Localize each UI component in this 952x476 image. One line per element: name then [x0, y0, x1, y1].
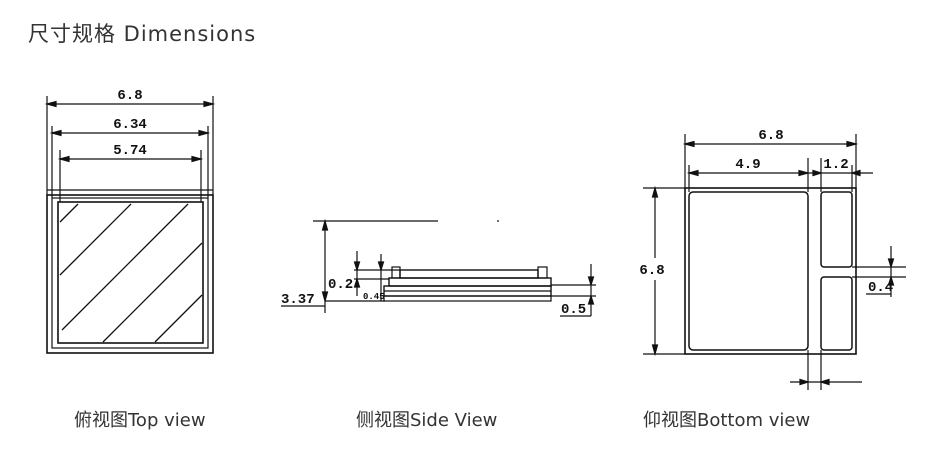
top-view-window	[57, 201, 204, 344]
page-title: 尺寸规格 Dimensions	[28, 22, 257, 46]
bottom-view-outline	[684, 187, 857, 355]
top-view-hatching	[59, 203, 203, 343]
side-dim-step: 0.2	[328, 277, 353, 293]
side-dim-pad: 0.5	[561, 302, 586, 318]
bottom-view-main-pad	[688, 191, 809, 351]
caption-side-view: 侧视图Side View	[356, 410, 498, 431]
bottom-dim-gap: 0.4	[868, 280, 893, 296]
caption-top-view: 俯视图Top view	[74, 410, 206, 431]
bottom-view-lower-pad	[820, 276, 853, 351]
top-dim-overall: 6.8	[117, 88, 142, 104]
top-dim-window: 5.74	[113, 143, 147, 159]
side-dim-height: 3.37	[281, 292, 315, 308]
side-dim-small: 0.45	[363, 292, 385, 302]
caption-bottom-view: 仰视图Bottom view	[643, 410, 811, 431]
side-view: 3.37 0.2 0.45 0.5	[281, 218, 596, 318]
bottom-dim-big-pad: 4.9	[735, 157, 760, 173]
top-dim-inner: 6.34	[113, 117, 147, 133]
bottom-view-upper-pad	[820, 191, 853, 268]
bottom-dim-height: 6.8	[639, 263, 664, 279]
bottom-dim-small-pad: 1.2	[823, 157, 848, 173]
bottom-dim-width: 6.8	[758, 128, 783, 144]
side-view-lid	[399, 269, 539, 279]
top-view-outline	[46, 194, 214, 354]
top-view: 6.8 6.34 5.74	[44, 88, 216, 354]
bottom-view: 6.8 4.9 1.2 6.8 0.4	[639, 128, 906, 390]
